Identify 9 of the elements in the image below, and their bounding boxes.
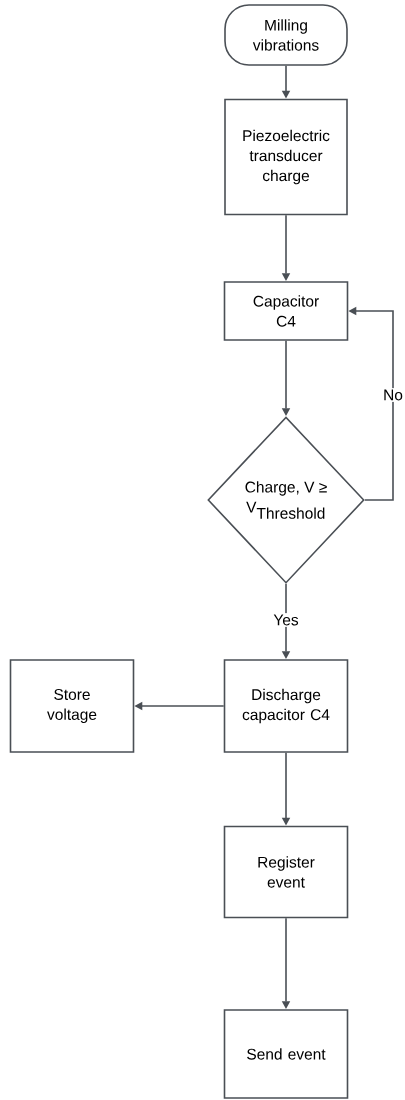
- process-box: Piezoelectric transducer charge: [224, 98, 348, 216]
- process-box: Discharge capacitor C4: [223, 659, 349, 753]
- process-box: Send event: [223, 1009, 349, 1099]
- start-terminal: Milling vibrations: [224, 4, 348, 66]
- process-box: Register event: [223, 825, 349, 919]
- edge-label: Yes: [271, 613, 301, 627]
- process-box: Capacitor C4: [223, 281, 349, 341]
- edge-label: No: [381, 388, 405, 402]
- process-box: Store voltage: [9, 659, 135, 753]
